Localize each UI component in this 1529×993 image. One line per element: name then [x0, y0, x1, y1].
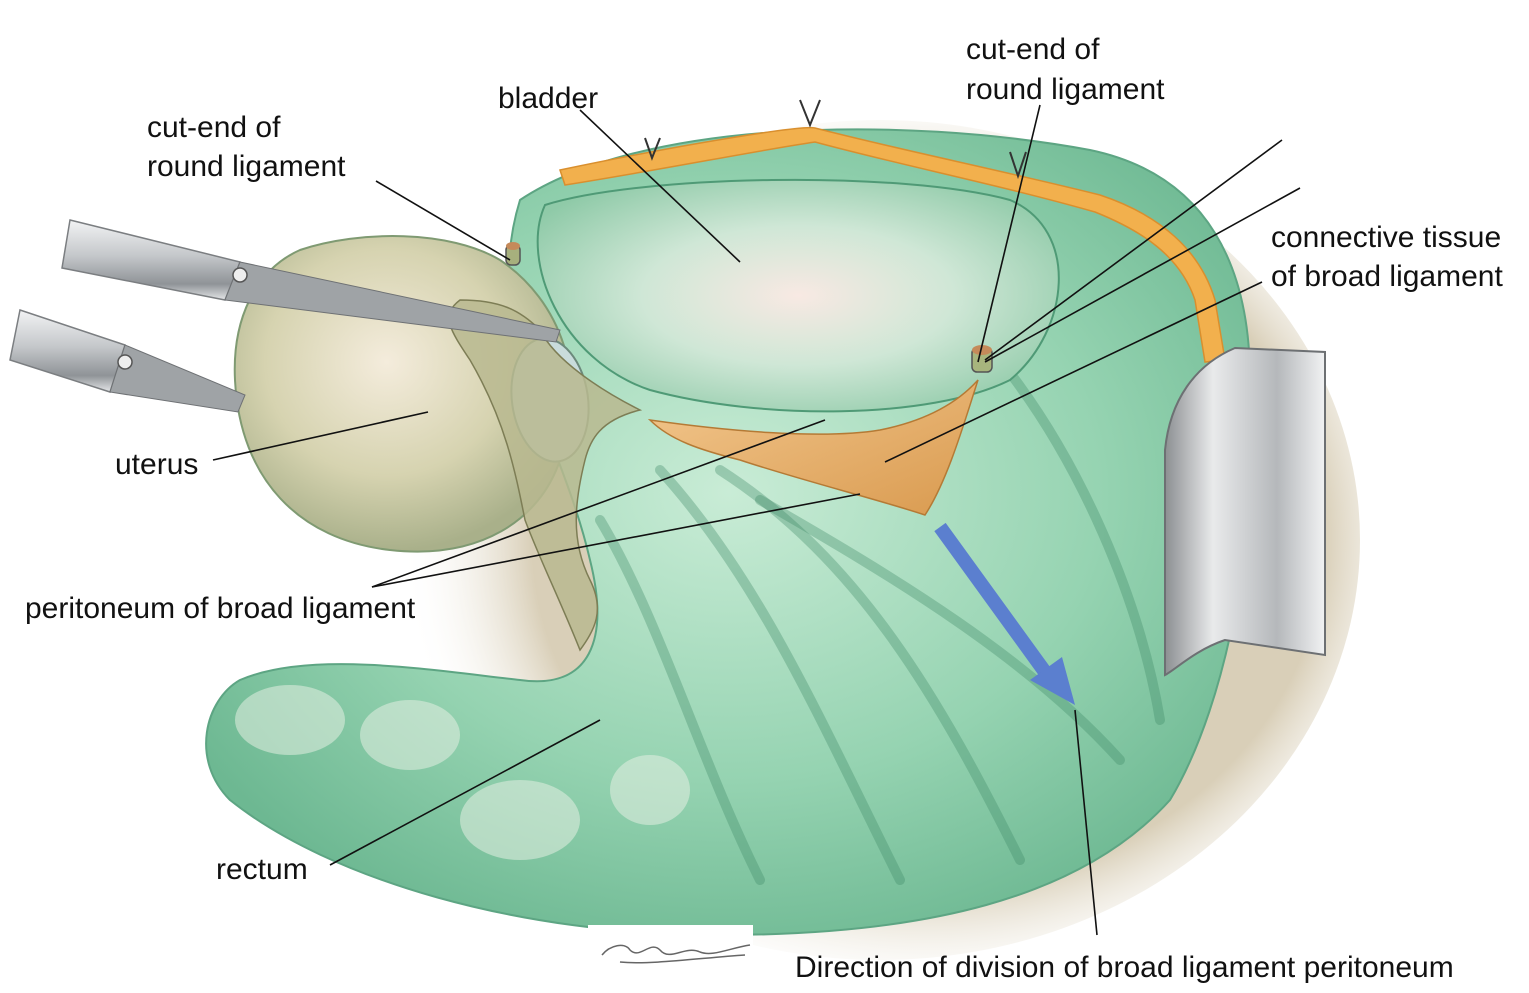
peritoneal-fat-edge — [559, 126, 1226, 363]
label-cut-end-round-ligament-right-line1: cut-end of — [966, 33, 1100, 66]
artist-signature — [588, 925, 753, 980]
fallopian-tube — [448, 299, 643, 652]
retractor-icon — [1164, 346, 1326, 677]
leader-lines — [212, 104, 1301, 936]
label-peritoneum-broad-ligament: peritoneum of broad ligament — [25, 592, 416, 625]
label-connective-tissue-line1: connective tissue — [1271, 221, 1502, 254]
round-ligament-stump-left — [505, 242, 521, 266]
connective-tissue-area — [647, 379, 979, 516]
surgical-grasper-icon — [61, 219, 561, 343]
label-direction-of-division: Direction of division of broad ligament … — [795, 951, 1454, 984]
label-cut-end-round-ligament-right-line2: round ligament — [966, 73, 1165, 106]
label-rectum: rectum — [216, 853, 308, 886]
label-connective-tissue-line2: of broad ligament — [1271, 260, 1503, 293]
round-ligament-stump-right — [971, 345, 993, 373]
bladder-dome — [536, 178, 1060, 413]
direction-arrow-icon — [934, 522, 1075, 705]
surgical-grasper-icon-2 — [9, 309, 246, 413]
rectum-bulges — [235, 685, 690, 860]
label-cut-end-round-ligament-left-line2: round ligament — [147, 150, 346, 183]
label-uterus: uterus — [115, 448, 199, 481]
label-cut-end-round-ligament-left-line1: cut-end of — [147, 111, 281, 144]
label-bladder: bladder — [498, 82, 599, 115]
stay-sutures — [644, 99, 1027, 180]
